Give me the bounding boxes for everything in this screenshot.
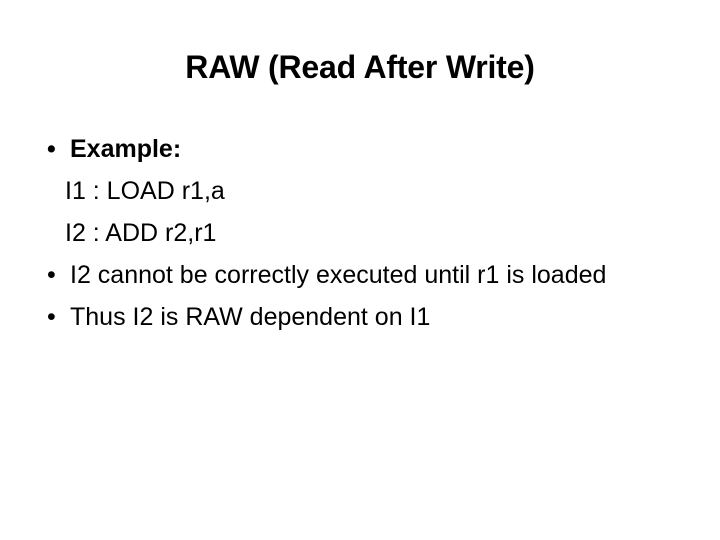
- bullet-icon: •: [47, 135, 56, 163]
- page-title: RAW (Read After Write): [185, 49, 535, 85]
- code-line: I1 : LOAD r1,a: [65, 177, 225, 205]
- bullet-icon: •: [47, 261, 56, 289]
- slide-body: • Example: I1 : LOAD r1,a I2 : ADD r2,r1…: [40, 128, 640, 338]
- list-item: • Example:: [40, 128, 640, 170]
- list-item-label: Thus I2 is RAW dependent on I1: [70, 303, 431, 331]
- list-item-label: I2 cannot be correctly executed until r1…: [70, 261, 607, 289]
- list-item: • Thus I2 is RAW dependent on I1: [40, 296, 640, 338]
- list-item-label: Example:: [70, 135, 182, 163]
- code-line: I2 : ADD r2,r1: [65, 219, 217, 247]
- bullet-icon: •: [47, 303, 56, 331]
- list-item: • I2 cannot be correctly executed until …: [40, 254, 640, 296]
